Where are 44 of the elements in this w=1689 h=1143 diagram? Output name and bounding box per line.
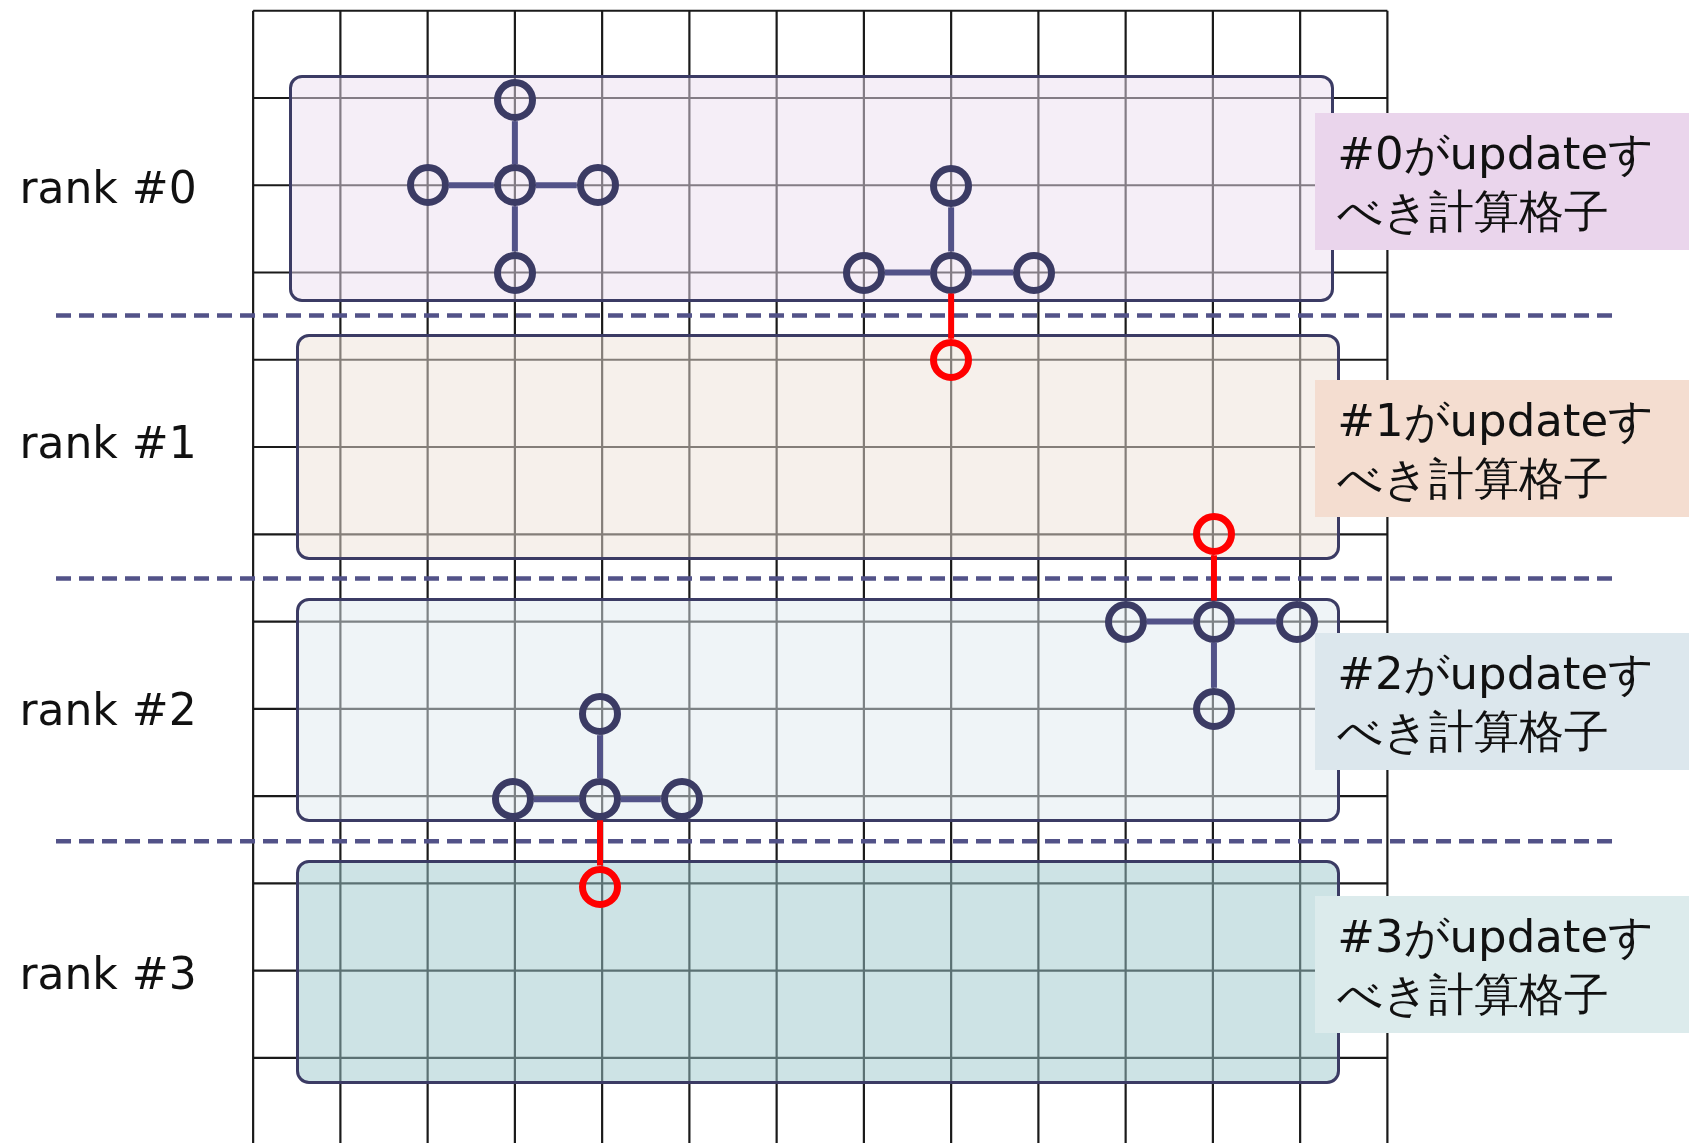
connector-line [1210, 555, 1217, 601]
connector-line [1234, 618, 1276, 625]
label-box: #3がupdateすべき計算格子 [1315, 896, 1689, 1033]
connector-line [884, 269, 931, 276]
rank-label: rank #3 [19, 947, 197, 999]
grid-point-circle [493, 164, 536, 207]
rank-label: rank #2 [19, 683, 197, 735]
connector-line [948, 293, 955, 339]
grid-point-circle [1013, 251, 1056, 294]
grid-point-circle [493, 79, 536, 122]
grid-point-circle [1104, 600, 1147, 643]
grid-point-circle [406, 164, 449, 207]
connector-line [511, 121, 518, 165]
connector-line [596, 735, 603, 779]
grid-point-circle [930, 251, 973, 294]
label-box: #2がupdateすべき計算格子 [1315, 633, 1689, 771]
connector-line [1146, 618, 1193, 625]
grid-point-circle [1192, 687, 1235, 730]
label-box: #1がupdateすべき計算格子 [1315, 380, 1689, 518]
grid-point-circle [660, 778, 703, 821]
grid-point-circle [491, 778, 534, 821]
grid-point-circle [930, 165, 973, 208]
connector-line [533, 796, 579, 803]
grid-point-circle [578, 693, 621, 736]
connector-line [448, 182, 494, 189]
rank-box [288, 75, 1334, 302]
halo-circle [578, 865, 621, 908]
halo-circle [1192, 513, 1235, 556]
grid-point-circle [493, 251, 536, 294]
connector-line [948, 207, 955, 252]
grid-point-circle [842, 251, 885, 294]
grid-point-circle [576, 164, 619, 207]
halo-circle [930, 338, 973, 381]
rank-label: rank #0 [19, 161, 197, 213]
connector-line [1210, 642, 1217, 688]
rank-label: rank #1 [19, 416, 197, 468]
connector-line [535, 182, 577, 189]
connector-line [596, 820, 603, 866]
connector-line [972, 269, 1014, 276]
grid-point-circle [578, 778, 621, 821]
connector-line [511, 206, 518, 252]
connector-line [620, 796, 661, 803]
label-box: #0がupdateすべき計算格子 [1315, 113, 1689, 250]
grid-point-circle [1192, 600, 1235, 643]
